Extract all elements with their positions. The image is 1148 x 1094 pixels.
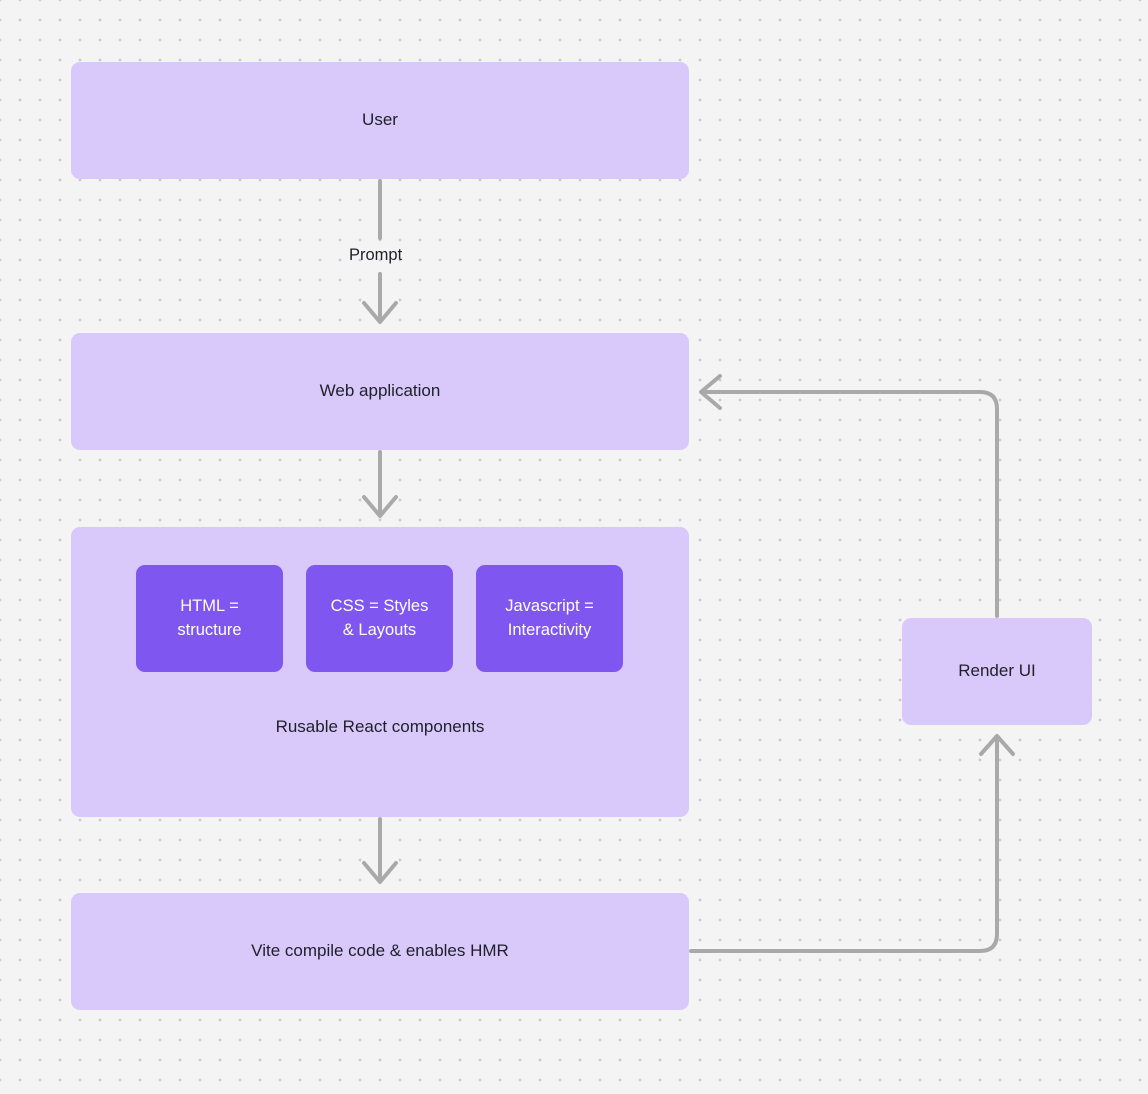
node-javascript[interactable]: Javascript = Interactivity bbox=[476, 565, 623, 672]
node-javascript-line1: Javascript = bbox=[505, 597, 594, 616]
edge-components-to-vite bbox=[362, 817, 398, 884]
node-javascript-label: Javascript = Interactivity bbox=[505, 595, 594, 642]
node-render-ui-label: Render UI bbox=[958, 661, 1036, 681]
node-vite-label: Vite compile code & enables HMR bbox=[251, 941, 509, 961]
node-css-line2: & Layouts bbox=[342, 620, 417, 639]
edge-render-to-webapp bbox=[699, 374, 999, 618]
node-html-line1: HTML = bbox=[180, 597, 239, 616]
node-css-line1: CSS = Styles bbox=[330, 597, 429, 616]
node-html[interactable]: HTML = structure bbox=[136, 565, 283, 672]
arrowhead-down-icon bbox=[362, 861, 398, 884]
arrowhead-left-icon bbox=[699, 374, 722, 410]
node-css-label: CSS = Styles & Layouts bbox=[331, 595, 429, 642]
node-vite[interactable]: Vite compile code & enables HMR bbox=[71, 893, 689, 1010]
node-html-label: HTML = structure bbox=[177, 595, 241, 642]
node-html-line2: structure bbox=[177, 620, 242, 639]
node-web-application-label: Web application bbox=[319, 381, 441, 401]
node-user-label: User bbox=[362, 110, 398, 130]
node-javascript-line2: Interactivity bbox=[507, 620, 592, 639]
arrowhead-up-icon bbox=[979, 734, 1015, 756]
node-render-ui[interactable]: Render UI bbox=[902, 618, 1092, 725]
arrowhead-down-icon bbox=[362, 301, 398, 324]
node-web-application[interactable]: Web application bbox=[71, 333, 689, 450]
edge-vite-to-render bbox=[689, 734, 1015, 953]
node-user[interactable]: User bbox=[71, 62, 689, 179]
edge-label-prompt: Prompt bbox=[349, 246, 403, 264]
arrowhead-down-icon bbox=[362, 495, 398, 518]
node-css[interactable]: CSS = Styles & Layouts bbox=[306, 565, 453, 672]
edge-webapp-to-components bbox=[362, 450, 398, 518]
node-react-components-caption: Rusable React components bbox=[275, 717, 485, 736]
